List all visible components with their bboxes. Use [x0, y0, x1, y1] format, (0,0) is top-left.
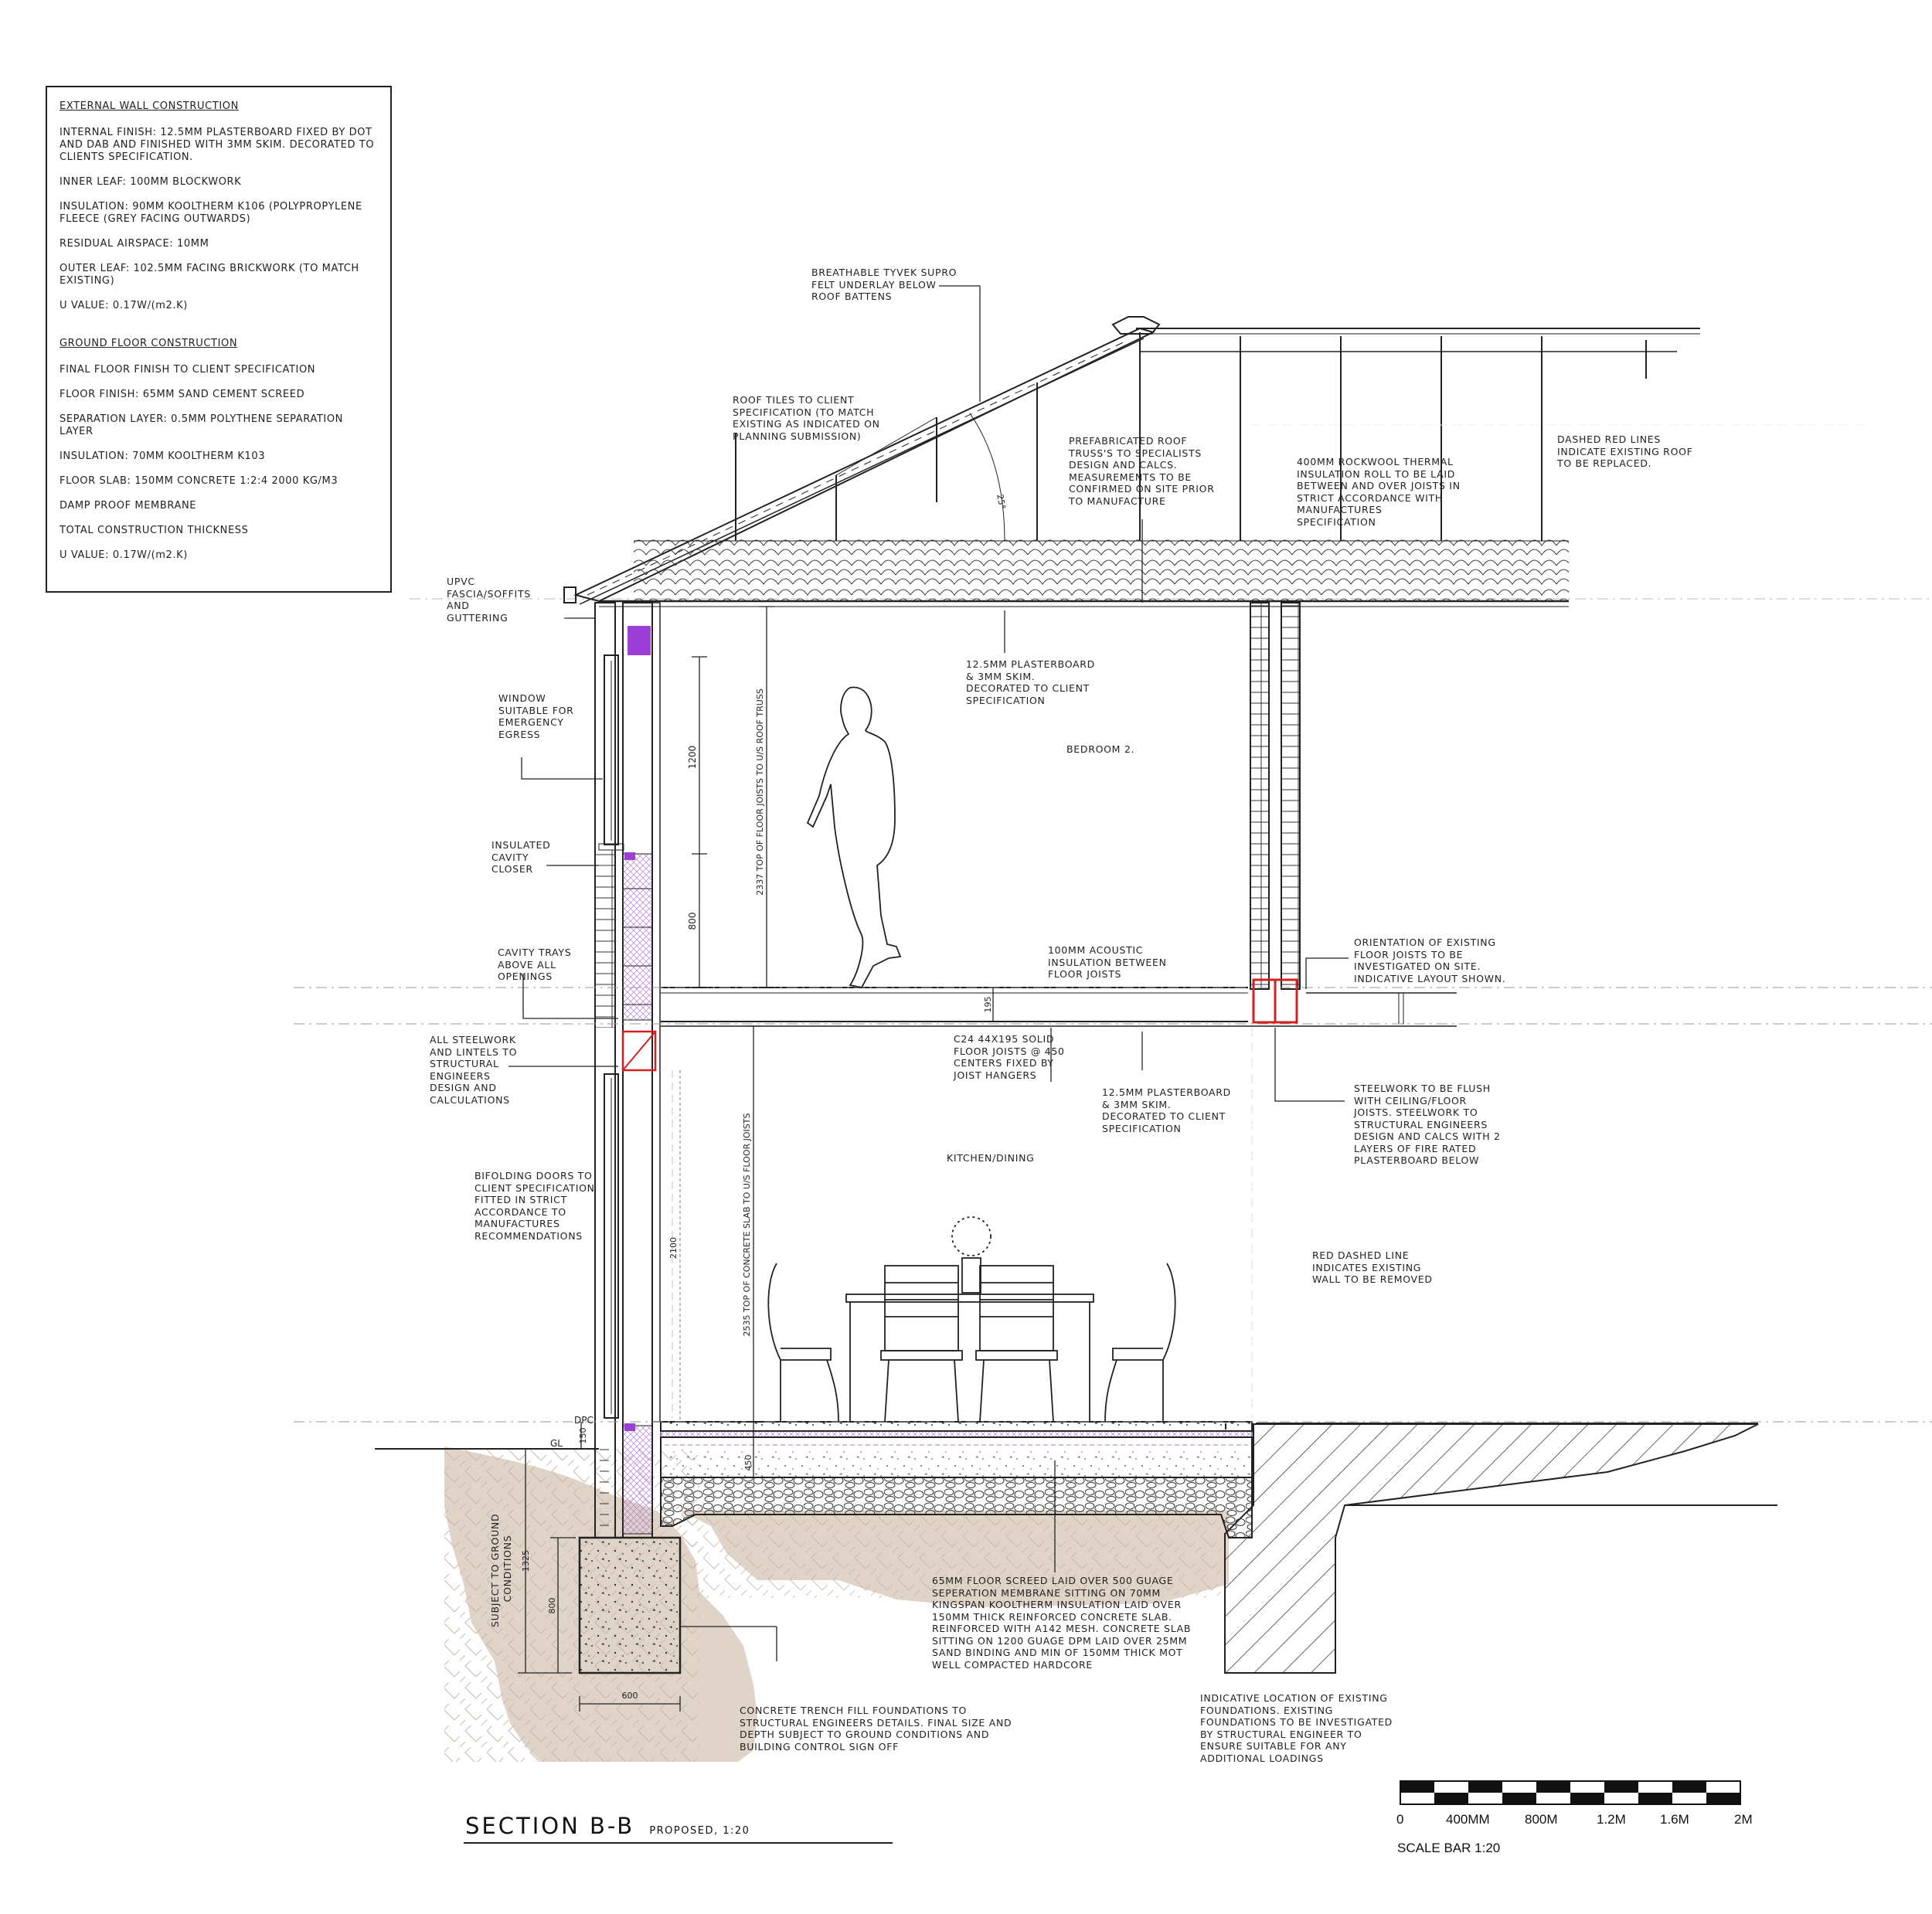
scale-bar-caption: SCALE BAR 1:20	[1397, 1841, 1501, 1855]
spec-item: SEPARATION LAYER: 0.5MM POLYTHENE SEPARA…	[60, 413, 344, 437]
dim-2535: 2535 TOP OF CONCRETE SLAB TO U/S FLOOR J…	[742, 1113, 752, 1337]
note-bifold: BIFOLDING DOORS TO CLIENT SPECIFICATION …	[474, 1170, 595, 1242]
dim-dpc: DPC	[574, 1415, 594, 1426]
note-steelwork-lintels: ALL STEELWORK AND LINTELS TO STRUCTURAL …	[430, 1034, 518, 1106]
note-dashed-roof: DASHED RED LINES INDICATE EXISTING ROOF …	[1557, 433, 1693, 469]
spec-item: FLOOR SLAB: 150MM CONCRETE 1:2:4 2000 KG…	[60, 475, 338, 487]
dim-800-window: 800	[687, 913, 698, 930]
note-orientation: ORIENTATION OF EXISTING FLOOR JOISTS TO …	[1354, 937, 1506, 984]
room-label-kitchen: KITCHEN/DINING	[947, 1152, 1035, 1164]
ground-conditions-note: SUBJECT TO GROUND CONDITIONS	[489, 1510, 513, 1627]
dim-gl: GL	[550, 1438, 563, 1449]
roof-pitch: 25°	[995, 494, 1007, 510]
note-tyvek: BREATHABLE TYVEK SUPRO FELT UNDERLAY BEL…	[811, 267, 957, 302]
ground-floor-heading: GROUND FLOOR CONSTRUCTION	[60, 338, 238, 349]
section-title-sub: PROPOSED, 1:20	[649, 1825, 750, 1837]
dim-2337: 2337 TOP OF FLOOR JOISTS TO U/S ROOF TRU…	[755, 688, 765, 896]
spec-item: OUTER LEAF: 102.5MM FACING BRICKWORK (TO…	[60, 263, 359, 287]
spec-item: FLOOR FINISH: 65MM SAND CEMENT SCREED	[60, 389, 305, 400]
scale-label: 800M	[1525, 1812, 1558, 1827]
ground-soil	[444, 1447, 1229, 1762]
spec-item: TOTAL CONSTRUCTION THICKNESS	[60, 525, 249, 536]
spec-item: INNER LEAF: 100MM BLOCKWORK	[60, 176, 242, 188]
note-cavity-trays: CAVITY TRAYS ABOVE ALL OPENINGS	[498, 947, 572, 982]
note-screed: 65MM FLOOR SCREED LAID OVER 500 GUAGE SE…	[932, 1575, 1192, 1671]
external-wall	[594, 602, 661, 1538]
note-red-dashed-wall: RED DASHED LINE INDICATES EXISTING WALL …	[1312, 1249, 1433, 1285]
note-plasterboard-lower: 12.5MM PLASTERBOARD & 3MM SKIM. DECORATE…	[1102, 1086, 1232, 1134]
existing-foundation	[1224, 1423, 1777, 1674]
trench-foundation	[578, 1536, 682, 1674]
note-trench: CONCRETE TRENCH FILL FOUNDATIONS TO STRU…	[740, 1705, 1012, 1753]
external-wall-spec-box: EXTERNAL WALL CONSTRUCTION INTERNAL FINI…	[46, 86, 392, 326]
dim-195: 195	[983, 997, 993, 1013]
note-rockwool: 400MM ROCKWOOL THERMAL INSULATION ROLL T…	[1297, 456, 1461, 528]
dim-2100: 2100	[668, 1237, 679, 1259]
external-wall-heading: EXTERNAL WALL CONSTRUCTION	[60, 100, 239, 112]
note-plasterboard-upper: 12.5MM PLASTERBOARD & 3MM SKIM. DECORATE…	[966, 658, 1096, 706]
dim-800-foundation: 800	[547, 1598, 557, 1614]
note-upvc: UPVC FASCIA/SOFFITS AND GUTTERING	[447, 576, 531, 624]
dining-set	[767, 1216, 1176, 1423]
scale-label: 1.6M	[1660, 1812, 1689, 1827]
spec-item: INTERNAL FINISH: 12.5MM PLASTERBOARD FIX…	[60, 127, 375, 163]
dim-150: 150	[578, 1428, 588, 1444]
internal-wall-right	[1250, 602, 1301, 1024]
note-existing-foundations: INDICATIVE LOCATION OF EXISTING FOUNDATI…	[1200, 1692, 1393, 1764]
note-trusses: PREFABRICATED ROOF TRUSS'S TO SPECIALIST…	[1069, 435, 1215, 507]
spec-item: INSULATION: 70MM KOOLTHERM K103	[60, 450, 266, 462]
roof	[563, 316, 1700, 607]
ground-floor-spec-box: GROUND FLOOR CONSTRUCTION FINAL FLOOR FI…	[46, 321, 392, 593]
scale-label: 400MM	[1446, 1812, 1490, 1827]
spec-item: RESIDUAL AIRSPACE: 10MM	[60, 238, 209, 250]
scale-label: 0	[1396, 1812, 1404, 1827]
dim-600: 600	[622, 1691, 638, 1701]
note-acoustic: 100MM ACOUSTIC INSULATION BETWEEN FLOOR …	[1048, 944, 1167, 980]
note-cavity-closer: INSULATED CAVITY CLOSER	[492, 839, 551, 875]
spec-item: U VALUE: 0.17W/(m2.K)	[60, 549, 188, 561]
scale-bar	[1400, 1780, 1741, 1805]
note-steelwork-flush: STEELWORK TO BE FLUSH WITH CEILING/FLOOR…	[1354, 1083, 1501, 1166]
spec-item: U VALUE: 0.17W/(m2.K)	[60, 300, 188, 311]
spec-item: INSULATION: 90MM KOOLTHERM K106 (POLYPRO…	[60, 201, 362, 225]
note-window: WINDOW SUITABLE FOR EMERGENCY EGRESS	[498, 692, 574, 740]
dim-450: 450	[743, 1455, 753, 1471]
dimension-lines	[518, 606, 994, 1712]
person-silhouette	[806, 686, 902, 989]
section-title: SECTION B-B PROPOSED, 1:20	[465, 1813, 750, 1839]
dim-1325: 1325	[521, 1550, 531, 1572]
leader-lines	[509, 285, 1349, 1661]
section-title-main: SECTION B-B	[465, 1813, 635, 1839]
room-label-bedroom: BEDROOM 2.	[1066, 743, 1135, 755]
spec-item: FINAL FLOOR FINISH TO CLIENT SPECIFICATI…	[60, 364, 316, 376]
scale-label: 1.2M	[1597, 1812, 1626, 1827]
scale-label: 2M	[1734, 1812, 1753, 1827]
note-roof-tiles: ROOF TILES TO CLIENT SPECIFICATION (TO M…	[733, 394, 880, 442]
ground-floor-slab	[660, 1421, 1253, 1538]
spec-item: DAMP PROOF MEMBRANE	[60, 500, 197, 512]
note-joists: C24 44X195 SOLID FLOOR JOISTS @ 450 CENT…	[954, 1033, 1065, 1081]
dim-1200: 1200	[687, 746, 698, 770]
